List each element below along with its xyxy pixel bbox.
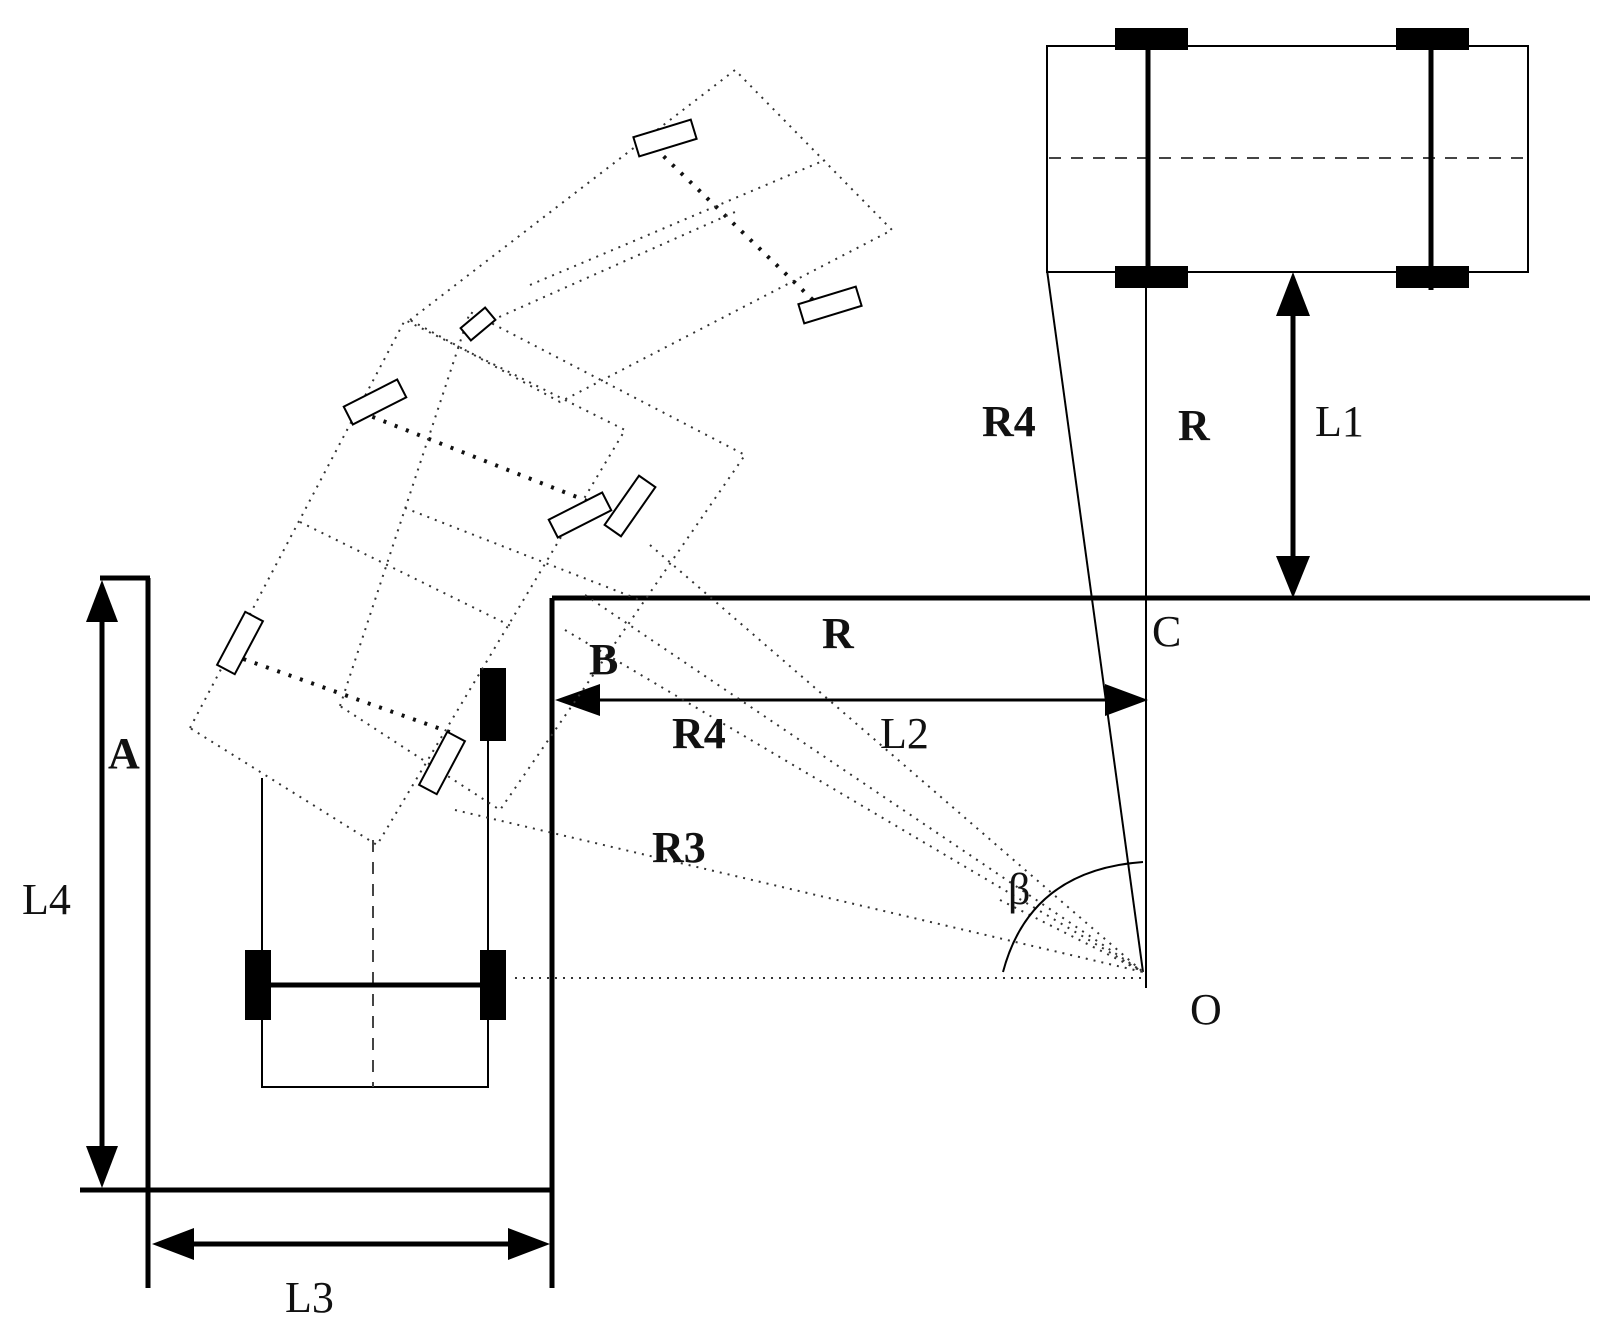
radius-r4-line bbox=[564, 629, 1144, 973]
arrow-left-icon bbox=[152, 1228, 194, 1260]
label-o: O bbox=[1190, 985, 1222, 1034]
label-c: C bbox=[1152, 607, 1181, 656]
wheel-icon bbox=[459, 306, 497, 342]
beta-arc bbox=[1002, 861, 1144, 973]
label-b: B bbox=[589, 635, 618, 684]
wheel-icon bbox=[417, 730, 467, 796]
wheel-icon bbox=[480, 950, 506, 1020]
car-start bbox=[1046, 28, 1529, 290]
wheel-icon bbox=[1396, 28, 1469, 50]
wheel-icon bbox=[1396, 266, 1469, 288]
label-r3: R3 bbox=[652, 823, 706, 872]
arrow-down-icon bbox=[1276, 556, 1310, 598]
wheel-icon bbox=[245, 950, 271, 1020]
wheel-icon bbox=[547, 491, 613, 539]
label-beta: β bbox=[1008, 865, 1030, 914]
dimension-l3 bbox=[152, 1228, 550, 1260]
dimension-b bbox=[555, 684, 1148, 716]
car-trajectory bbox=[188, 68, 894, 847]
arrow-up-icon bbox=[1276, 272, 1310, 316]
wheel-icon bbox=[342, 378, 408, 426]
radii bbox=[454, 544, 1144, 979]
wheel-icon bbox=[1115, 28, 1188, 50]
r4-line bbox=[1046, 269, 1144, 973]
wheel-icon bbox=[632, 118, 698, 158]
label-l4: L4 bbox=[22, 875, 71, 924]
dimension-l4 bbox=[86, 580, 118, 1188]
wheel-icon bbox=[603, 474, 657, 538]
label-r4-mid: R4 bbox=[672, 709, 726, 758]
label-l2: L2 bbox=[880, 709, 929, 758]
radius-r-line bbox=[584, 594, 1144, 973]
car-body bbox=[261, 700, 489, 1088]
dimension-l1 bbox=[1276, 272, 1310, 598]
radius-l2-line bbox=[649, 544, 1144, 973]
label-l1: L1 bbox=[1315, 397, 1364, 446]
wheel-icon bbox=[1115, 266, 1188, 288]
arrow-left-icon bbox=[555, 684, 600, 716]
car-body bbox=[1046, 45, 1529, 273]
label-r-top: R bbox=[1178, 401, 1211, 450]
parking-slot bbox=[80, 575, 1590, 1288]
arrow-right-icon bbox=[1105, 684, 1148, 716]
wheel-icon bbox=[797, 285, 863, 325]
radius-r3-line bbox=[454, 809, 1144, 973]
arrow-right-icon bbox=[508, 1228, 550, 1260]
label-l3: L3 bbox=[285, 1273, 334, 1322]
wheel-icon bbox=[215, 610, 265, 676]
label-r-mid: R bbox=[822, 609, 855, 658]
label-r4-top: R4 bbox=[982, 397, 1036, 446]
car-parked bbox=[245, 668, 506, 1088]
arrow-up-icon bbox=[86, 580, 118, 622]
label-a: A bbox=[108, 729, 140, 778]
wheel-icon bbox=[480, 668, 506, 741]
angle-ray bbox=[999, 899, 1144, 973]
arrow-down-icon bbox=[86, 1146, 118, 1188]
